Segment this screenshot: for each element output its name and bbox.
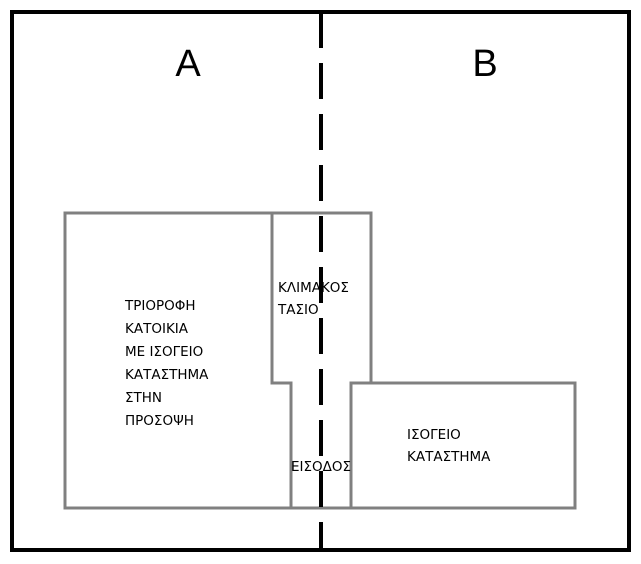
staircase-label-line: ΤΑΣΙΟ xyxy=(277,302,319,318)
house-label-line: ΜΕ ΙΣΟΓΕΙΟ xyxy=(125,344,203,360)
shop-label: ΙΣΟΓΕΙΟ ΚΑΤΑΣΤΗΜΑ xyxy=(407,427,491,465)
house-label-line: ΚΑΤΟΙΚΙΑ xyxy=(125,321,189,337)
house-label: ΤΡΙΟΡΟΦΗ ΚΑΤΟΙΚΙΑ ΜΕ ΙΣΟΓΕΙΟ ΚΑΤΑΣΤΗΜΑ Σ… xyxy=(124,298,209,429)
house-label-line: ΣΤΗΝ xyxy=(125,390,162,406)
staircase-outline xyxy=(272,211,373,383)
shop-label-line: ΚΑΤΑΣΤΗΜΑ xyxy=(407,449,491,465)
shop-label-line: ΙΣΟΓΕΙΟ xyxy=(407,427,461,443)
entrance-label: ΕΙΣΟΔΟΣ xyxy=(291,459,351,475)
plot-b-label: B xyxy=(472,43,497,85)
staircase-label-line: ΚΛΙΜΑΚΟΣ xyxy=(278,280,349,296)
staircase-label: ΚΛΙΜΑΚΟΣ ΤΑΣΙΟ xyxy=(277,280,349,318)
house-label-line: ΤΡΙΟΡΟΦΗ xyxy=(124,298,196,314)
plot-a-label: A xyxy=(175,43,201,85)
shop-outline xyxy=(349,381,577,510)
house-label-line: ΚΑΤΑΣΤΗΜΑ xyxy=(125,367,209,383)
house-label-line: ΠΡΟΣΟΨΗ xyxy=(125,413,194,429)
house-outline xyxy=(63,211,293,510)
